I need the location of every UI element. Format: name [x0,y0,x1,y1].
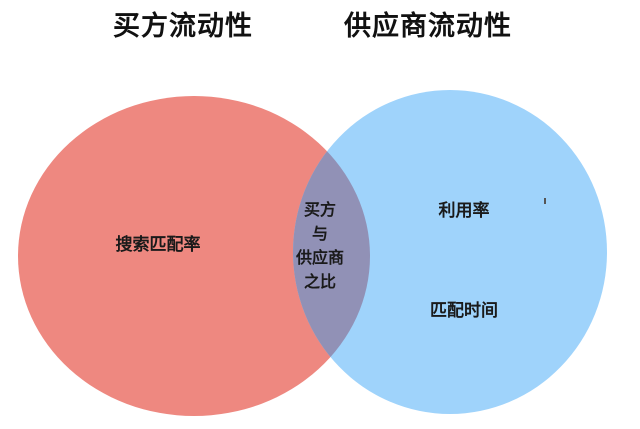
overlap-line-2: 与 [311,224,328,243]
supplier-liquidity-circle [293,90,607,414]
overlap-line-3: 供应商 [295,248,344,267]
match-time-label: 匹配时间 [430,301,498,321]
supplier-liquidity-title: 供应商流动性 [344,11,512,42]
overlap-line-4: 之比 [303,272,336,291]
overlap-line-1: 买方 [303,200,336,219]
buyer-liquidity-circle [18,96,370,416]
utilization-rate-label: 利用率 [438,201,490,221]
search-match-rate-label: 搜索匹配率 [115,235,201,255]
stray-mark [544,198,546,204]
buyer-supplier-ratio-label: 买方 与 供应商 之比 [277,198,363,294]
buyer-liquidity-title: 买方流动性 [113,11,253,42]
